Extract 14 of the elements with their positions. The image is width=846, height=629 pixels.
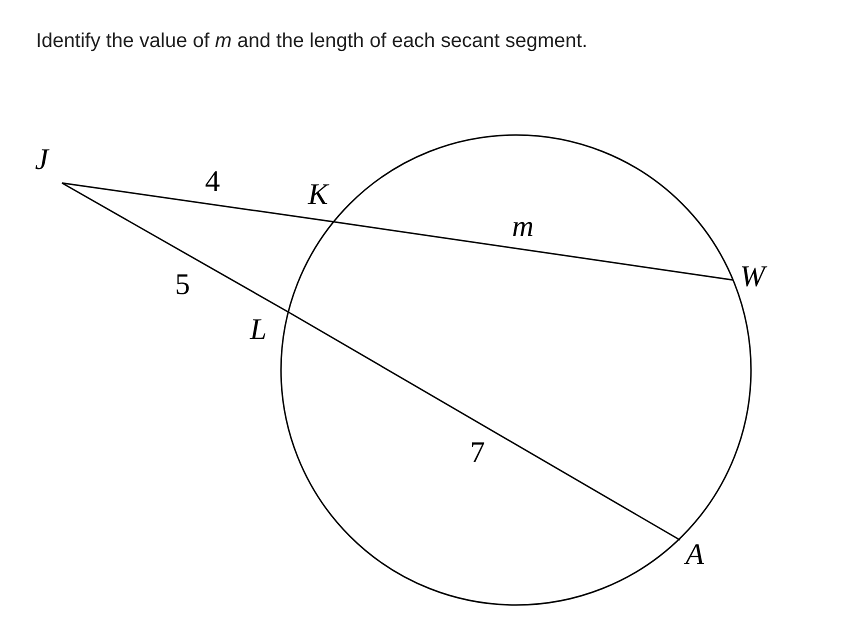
line-segment: [290, 312, 680, 541]
edge-label: 4: [205, 167, 220, 197]
edge-label: m: [512, 212, 534, 242]
line-segment: [62, 182, 336, 223]
line-segment: [62, 182, 290, 314]
point-label: W: [733, 262, 765, 292]
edge-label: 7: [470, 438, 485, 468]
point-label: A: [680, 540, 704, 570]
point-label: L: [250, 313, 290, 345]
point-label: K: [308, 180, 335, 222]
question-text: Identify the value of m and the length of each secant segment.: [36, 30, 588, 53]
edge-label: 5: [175, 270, 190, 300]
line-segment: [334, 221, 734, 281]
point-label: J: [35, 145, 62, 183]
